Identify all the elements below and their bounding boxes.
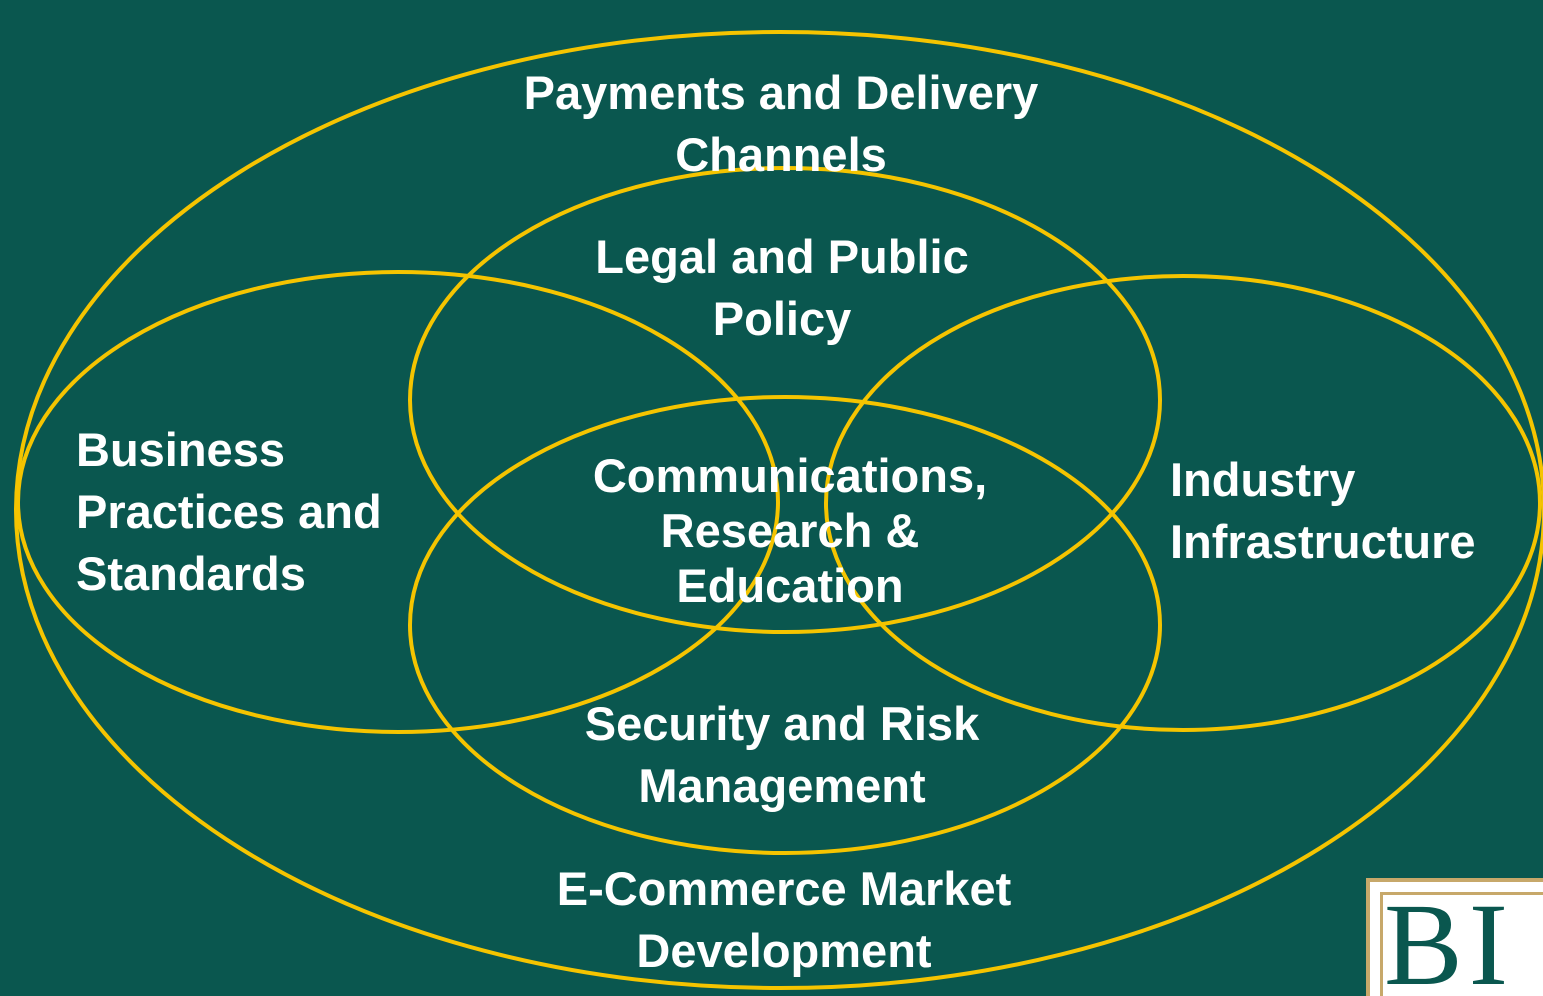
label-line: Management [638,759,926,812]
ellipse-industry-infrastructure [824,274,1542,732]
outer-ellipse-ecommerce [14,30,1543,990]
label-line: Infrastructure [1170,515,1476,568]
label-line: Research & [660,504,920,557]
ellipse-legal-policy [408,166,1162,634]
bits-logo: BI [1366,878,1543,996]
label-line: E-Commerce Market [556,862,1012,915]
label-line: Education [676,559,904,612]
label-line: Communications, [592,449,988,502]
label-line: Channels [675,128,887,181]
label-line: Payments and Delivery [523,66,1039,119]
label-line: Industry [1170,453,1356,506]
label-line: Legal and Public [595,230,969,283]
label-ecommerce-market: E-Commerce Market Development [557,858,1012,982]
label-line: Security and Risk [584,697,980,750]
logo-frame [1380,892,1543,996]
label-security-risk: Security and Risk Management [585,693,979,817]
label-payments-delivery: Payments and Delivery Channels [524,62,1039,186]
label-line: Standards [76,547,306,600]
ellipse-business-practices [16,270,780,734]
label-business-practices: Business Practices and Standards [76,419,382,605]
label-communications-research: Communications, Research & Education [593,448,987,613]
label-industry-infrastructure: Industry Infrastructure [1170,449,1476,573]
label-line: Business [76,423,285,476]
label-legal-public-policy: Legal and Public Policy [595,226,968,350]
label-line: Policy [712,292,852,345]
ellipse-security-risk [408,395,1162,855]
label-line: Development [636,924,932,977]
logo-text: BI [1384,879,1514,996]
label-line: Practices and [76,485,382,538]
